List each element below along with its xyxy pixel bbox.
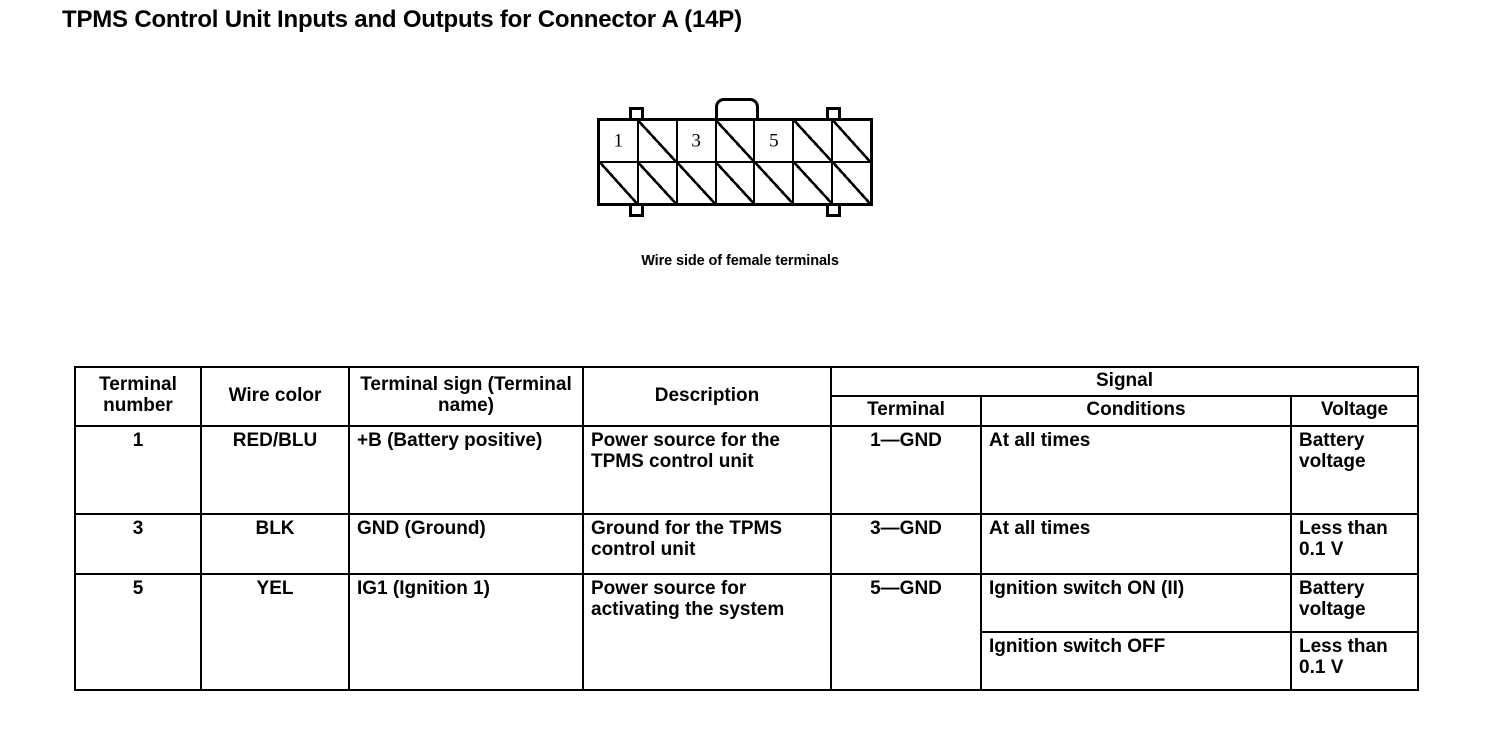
- connector-cell-bottom-5: [755, 163, 795, 203]
- connector-cell-top-1: 1: [600, 121, 639, 161]
- table-header-row-2: Terminal Conditions Voltage: [75, 395, 1420, 427]
- cell-terminal-number: 5: [74, 572, 202, 691]
- connector-pin-label: 5: [769, 130, 779, 152]
- connector-cell-bottom-6: [794, 163, 834, 203]
- connector-body: 1 3 5: [597, 118, 873, 206]
- cell-description: Ground for the TPMS control unit: [582, 512, 832, 575]
- cell-signal-conditions: At all times: [980, 512, 1292, 575]
- header-wire-color: Wire color: [200, 366, 350, 427]
- table-row: 5 YEL IG1 (Ignition 1) Power source for …: [74, 572, 1420, 691]
- cell-signal-voltage: Less than 0.1 V: [1289, 630, 1420, 691]
- connector-cell-top-5: 5: [755, 121, 795, 161]
- connector-cell-top-2: [638, 121, 678, 161]
- header-signal: Signal: [829, 365, 1420, 398]
- cell-terminal-number: 1: [74, 424, 202, 515]
- connector-cell-bottom-1: [600, 163, 639, 203]
- connector-diagram: 1 3 5: [560, 90, 920, 300]
- cell-signal-conditions: Ignition switch ON (II): [980, 572, 1292, 633]
- connector-cell-bottom-4: [716, 163, 756, 203]
- cell-terminal-sign: IG1 (Ignition 1): [348, 572, 584, 691]
- table-row: 3 BLK GND (Ground) Ground for the TPMS c…: [74, 512, 1420, 575]
- header-signal-voltage: Voltage: [1289, 395, 1420, 427]
- table-row: Ignition switch OFF Less than 0.1 V: [75, 630, 1420, 691]
- cell-wire-color: YEL: [200, 572, 350, 691]
- header-terminal-sign: Terminal sign (Terminal name): [348, 366, 584, 427]
- cell-terminal-sign: GND (Ground): [348, 512, 584, 575]
- header-signal-terminal: Terminal: [830, 395, 982, 427]
- connector-cell-bottom-2: [638, 163, 678, 203]
- table-row: 1 RED/BLU +B (Battery positive) Power so…: [74, 424, 1420, 515]
- connector-pin-label: 1: [613, 130, 624, 152]
- header-terminal-number: Terminal number: [74, 366, 202, 427]
- connector-bottom-row: [600, 163, 871, 203]
- table-header-row-1: Terminal number Wire color Terminal sign…: [74, 365, 1420, 427]
- connector-pin-label: 3: [691, 130, 701, 152]
- cell-signal-terminal: 3—GND: [830, 512, 982, 575]
- page-title: TPMS Control Unit Inputs and Outputs for…: [62, 6, 742, 33]
- connector-cell-top-4: [716, 121, 756, 161]
- cell-terminal-number: 3: [74, 512, 202, 575]
- header-signal-conditions: Conditions: [980, 395, 1292, 427]
- cell-signal-terminal: 1—GND: [830, 424, 982, 515]
- cell-wire-color: BLK: [200, 512, 350, 575]
- connector-cell-top-6: [794, 121, 834, 161]
- connector-top-row: 1 3 5: [600, 121, 871, 163]
- cell-signal-terminal: 5—GND: [830, 572, 982, 691]
- cell-description: Power source for activating the system: [582, 572, 832, 691]
- header-description: Description: [582, 366, 832, 427]
- connector-cell-top-7: [833, 121, 871, 161]
- cell-signal-conditions: Ignition switch OFF: [980, 630, 1292, 691]
- connector-clip-bottom-left-icon: [629, 204, 644, 217]
- cell-signal-voltage: Battery voltage: [1289, 424, 1420, 515]
- connector-cell-bottom-7: [833, 163, 871, 203]
- cell-terminal-sign: +B (Battery positive): [348, 424, 584, 515]
- cell-signal-voltage: Battery voltage: [1289, 572, 1420, 633]
- cell-description: Power source for the TPMS control unit: [582, 424, 832, 515]
- connector-caption: Wire side of female terminals: [641, 253, 839, 269]
- connector-cell-bottom-3: [677, 163, 717, 203]
- connector-clip-top-right-icon: [826, 107, 841, 120]
- cell-signal-conditions: At all times: [980, 424, 1292, 515]
- cell-wire-color: RED/BLU: [200, 424, 350, 515]
- connector-cell-top-3: 3: [678, 121, 717, 161]
- cell-signal-voltage: Less than 0.1 V: [1289, 512, 1420, 575]
- connector-clip-top-left-icon: [629, 107, 644, 120]
- connector-clip-bottom-right-icon: [826, 204, 841, 217]
- terminal-spec-table: Terminal number Wire color Terminal sign…: [74, 365, 1420, 691]
